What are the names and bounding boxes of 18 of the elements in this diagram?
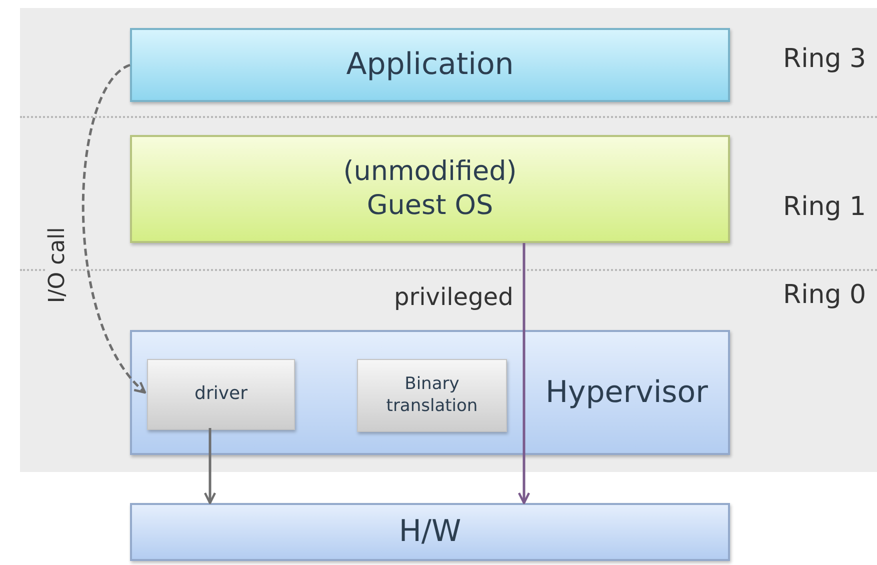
arrow [518, 243, 530, 504]
ring-label: Ring 3 [783, 44, 866, 74]
process-box [130, 503, 730, 561]
process-box [130, 330, 730, 455]
arrow [204, 428, 216, 504]
box-label: (unmodified) Guest OS [342, 155, 518, 223]
process-box [130, 28, 730, 102]
box-label: Binary translation [385, 374, 479, 417]
box-label: driver [194, 383, 248, 406]
ring-label: Ring 0 [783, 280, 866, 310]
process-box [130, 135, 730, 243]
ring-label: Ring 1 [783, 192, 866, 222]
box-label: H/W [398, 513, 462, 551]
module-box [357, 359, 507, 432]
arrow [82, 64, 146, 394]
module-box [147, 359, 295, 430]
box-label: Hypervisor [545, 374, 708, 412]
box-label: Application [346, 46, 514, 84]
